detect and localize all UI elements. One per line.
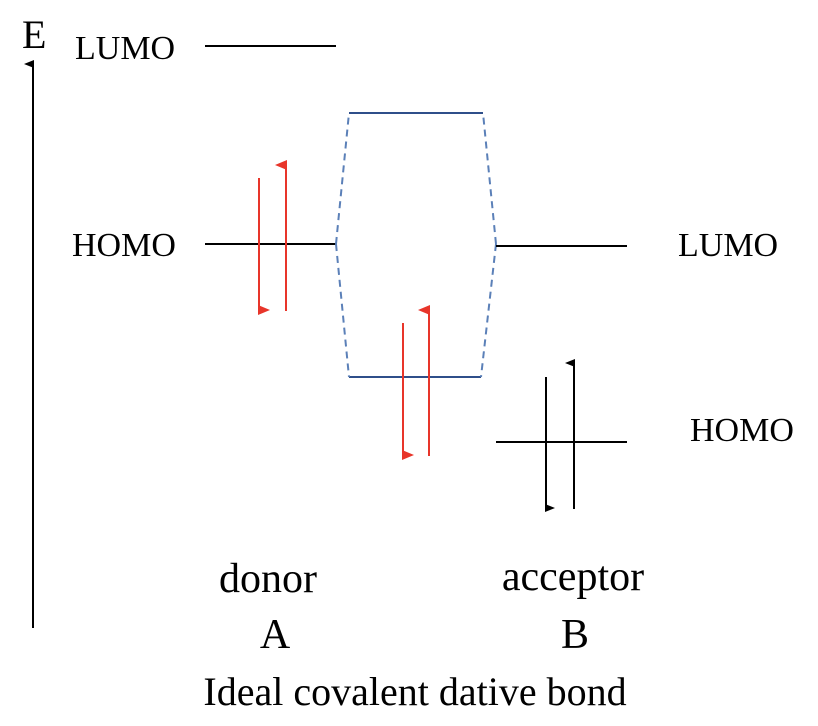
energy-axis-label: E — [22, 12, 46, 57]
acceptor-letter: B — [561, 612, 589, 658]
diagram-caption: Ideal covalent dative bond — [203, 669, 626, 714]
acceptor-name: acceptor — [502, 554, 644, 600]
donor-name: donor — [219, 556, 317, 602]
acceptor-lumo-label: LUMO — [678, 227, 778, 264]
donor-homo-label: HOMO — [72, 227, 176, 264]
correlation-dash — [335, 112, 350, 245]
acceptor-homo-label: HOMO — [690, 412, 794, 449]
correlation-dash — [480, 243, 497, 378]
correlation-dash — [335, 243, 350, 378]
donor-lumo-label: LUMO — [75, 30, 175, 67]
donor-letter: A — [260, 612, 291, 658]
correlation-dash — [482, 112, 497, 245]
